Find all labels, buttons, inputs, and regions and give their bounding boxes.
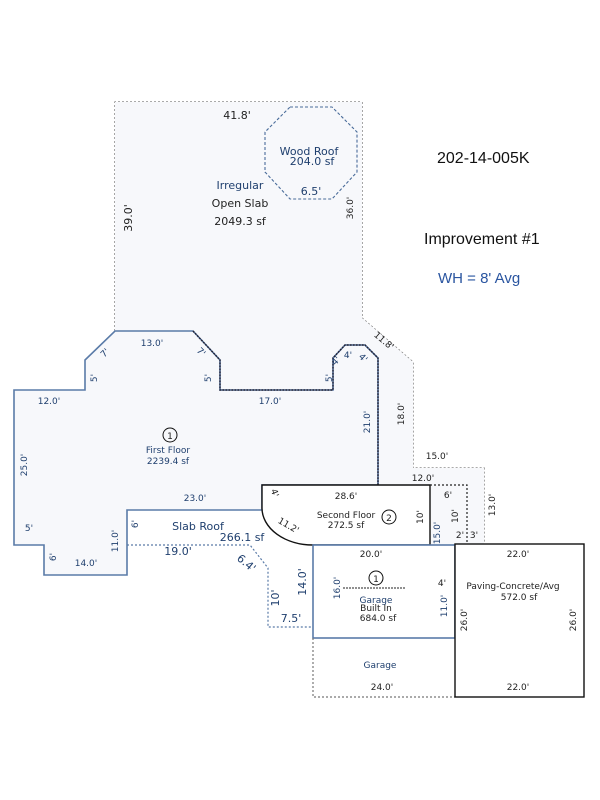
first-floor-marker: 1 — [167, 432, 173, 442]
paving-name: Paving-Concrete/Avg — [466, 582, 559, 592]
dim-label: 22.0' — [507, 683, 530, 693]
slab-roof-area: 266.1 sf — [220, 531, 266, 544]
dim-label: 39.0' — [122, 204, 135, 232]
dim-label: 5' — [325, 374, 335, 382]
dim-label: 4' — [268, 488, 280, 499]
dim-label: 2' — [456, 531, 464, 541]
wood-roof-name: Wood Roof — [280, 145, 340, 158]
garage-name: Garage — [364, 661, 397, 671]
dim-label: 10' — [269, 589, 282, 606]
wood-roof-area: 204.0 sf — [290, 155, 336, 168]
dim-label: 4' — [344, 351, 352, 361]
slab-roof-outline — [127, 544, 313, 628]
porch-outline — [430, 484, 468, 545]
open-slab-area: 2049.3 sf — [214, 215, 267, 228]
second-floor-name: Second Floor — [317, 511, 376, 521]
first-floor-shared-edge — [192, 330, 379, 485]
second-floor-area: 272.5 sf — [328, 521, 365, 531]
dim-label: 6.4' — [234, 552, 258, 575]
slab-roof-name: Slab Roof — [172, 520, 225, 533]
garage-built-in-name2: Built In — [360, 604, 392, 614]
dim-label: 13.0' — [141, 339, 164, 349]
garage-outline — [312, 638, 455, 698]
open-slab-type: Irregular — [217, 179, 264, 192]
dim-label: 36.0' — [346, 197, 356, 220]
dim-label: 4' — [438, 579, 446, 589]
dim-label: 18.0' — [397, 403, 407, 426]
dim-label: 23.0' — [184, 494, 207, 504]
dim-label: 5' — [90, 374, 100, 382]
second-floor-marker-circle — [381, 509, 397, 525]
dim-label: 11.0' — [440, 595, 450, 618]
dim-label: 24.0' — [371, 683, 394, 693]
dim-label: 14.0' — [75, 559, 98, 569]
dim-label: 21.0' — [363, 411, 373, 434]
open-slab-name: Open Slab — [212, 197, 269, 210]
dim-label: 14.0' — [296, 568, 309, 596]
wall-height: WH = 8' Avg — [438, 270, 520, 287]
dim-label: 19.0' — [164, 545, 192, 558]
first-floor-area: 2239.4 sf — [147, 457, 190, 467]
dim-label: 6.5' — [301, 185, 322, 198]
dim-label: 22.0' — [507, 550, 530, 560]
dim-label: 6' — [131, 520, 141, 528]
dim-label: 13.0' — [488, 494, 498, 517]
dim-label: 5' — [204, 374, 214, 382]
dim-label: 15.0' — [426, 452, 449, 462]
dim-label: 12.0' — [412, 474, 435, 484]
dim-label: 20.0' — [360, 550, 383, 560]
dim-label: 26.0' — [569, 609, 579, 632]
second-floor-marker: 2 — [386, 514, 392, 524]
first-floor-marker-circle — [162, 427, 178, 443]
first-floor-name: First Floor — [146, 446, 190, 456]
paving-outline — [454, 543, 585, 698]
parcel-id: 202-14-005K — [437, 150, 530, 167]
improvement-label: Improvement #1 — [424, 231, 540, 248]
dim-label: 6' — [444, 491, 452, 501]
dim-label: 25.0' — [20, 454, 30, 477]
dim-label: 41.8' — [223, 109, 251, 122]
dim-label: 11.0' — [111, 530, 121, 553]
paving-area: 572.0 sf — [501, 593, 538, 603]
open-slab-fill — [115, 102, 484, 545]
dim-label: 16.0' — [333, 577, 343, 600]
dim-label: 3' — [470, 531, 478, 541]
garage-built-in-area: 684.0 sf — [360, 614, 397, 624]
dim-label: 15.0' — [433, 522, 443, 545]
dim-label: 28.6' — [335, 492, 358, 502]
dim-label: 17.0' — [259, 397, 282, 407]
wood-roof-outline — [264, 106, 358, 200]
garage-marker-circle — [368, 570, 384, 586]
dim-label: 7.5' — [281, 612, 302, 625]
dim-label: 10' — [451, 509, 461, 523]
garage-built-in-outline — [312, 544, 456, 639]
dim-label: 12.0' — [38, 397, 61, 407]
dim-label: 26.0' — [460, 609, 470, 632]
garage-marker: 1 — [373, 575, 379, 585]
garage-built-in-name: Garage — [360, 596, 393, 606]
dim-label: 5' — [25, 524, 33, 534]
dim-label: 10' — [416, 510, 426, 524]
dim-label: 6' — [49, 553, 59, 561]
